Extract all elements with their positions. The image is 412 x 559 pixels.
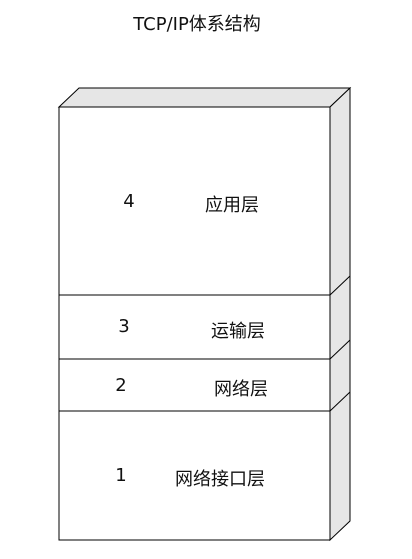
layer-3-name: 运输层 [211, 321, 265, 342]
layer-1-number: 1 [115, 465, 127, 486]
diagram-title: TCP/IP体系结构 [133, 14, 261, 35]
layer-3-number: 3 [118, 316, 130, 337]
side-divider-4-3 [329, 275, 351, 296]
stack-top-face [57, 87, 352, 108]
layer-2-name: 网络层 [214, 379, 268, 400]
layer-4-number: 4 [123, 191, 135, 212]
layer-2-number: 2 [115, 375, 127, 396]
layer-1-box [58, 410, 331, 541]
stack-side-face [329, 86, 351, 542]
layer-4-box [58, 106, 331, 296]
layer-2-box [58, 358, 331, 412]
layer-4-name: 应用层 [205, 195, 259, 216]
side-divider-2-1 [329, 391, 351, 412]
side-divider-3-2 [329, 339, 351, 360]
layer-1-name: 网络接口层 [175, 469, 265, 490]
